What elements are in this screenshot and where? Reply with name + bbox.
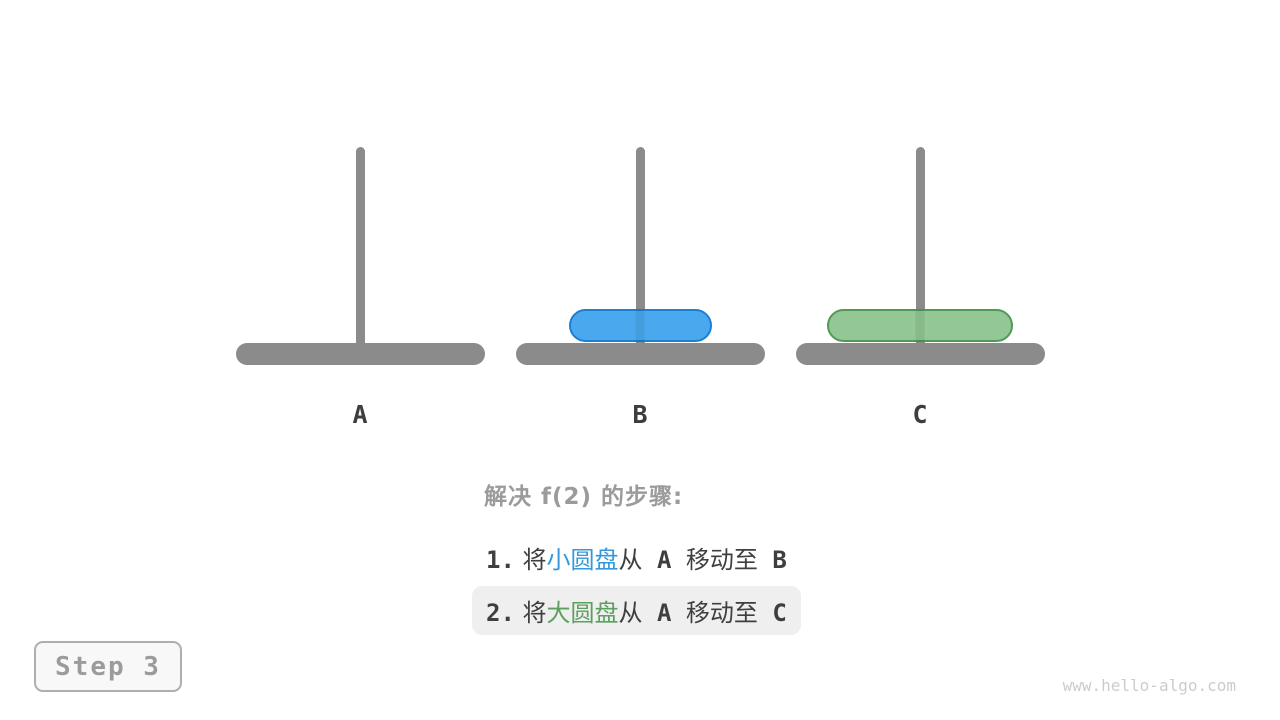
step-mid: 从 bbox=[618, 599, 643, 627]
watermark: www.hello-algo.com bbox=[1062, 676, 1236, 695]
peg-b-label: B bbox=[632, 400, 648, 429]
to-peg-ref: C bbox=[757, 599, 787, 627]
step-number: 2. bbox=[486, 599, 515, 627]
steps-panel: 解决 f(2) 的步骤: 1. 将小圆盘从 A 移动至 B 2. 将大圆盘从 A… bbox=[472, 477, 801, 639]
large-disk-ref: 大圆盘 bbox=[546, 599, 619, 627]
from-peg-ref: A bbox=[642, 546, 686, 574]
peg-c-base bbox=[795, 343, 1045, 365]
peg-a-label: A bbox=[352, 400, 368, 429]
peg-a-base bbox=[235, 343, 485, 365]
pole-shadow bbox=[915, 308, 925, 342]
peg-b-base bbox=[515, 343, 765, 365]
step-move: 移动至 bbox=[685, 599, 758, 627]
peg-c-pole bbox=[915, 147, 925, 354]
peg-a-pole bbox=[355, 147, 365, 354]
step-move: 移动至 bbox=[685, 546, 758, 574]
step-verb: 将 bbox=[522, 599, 547, 627]
step-badge: Step 3 bbox=[34, 641, 182, 692]
step-mid: 从 bbox=[618, 546, 643, 574]
from-peg-ref: A bbox=[642, 599, 686, 627]
to-peg-ref: B bbox=[757, 546, 787, 574]
step-line-1: 1. 将小圆盘从 A 移动至 B bbox=[472, 533, 801, 582]
small-disk bbox=[568, 308, 712, 342]
step-verb: 将 bbox=[522, 546, 547, 574]
pole-shadow bbox=[635, 308, 645, 342]
peg-c-label: C bbox=[912, 400, 928, 429]
peg-b-pole bbox=[635, 147, 645, 354]
steps-heading: 解决 f(2) 的步骤: bbox=[484, 484, 684, 510]
small-disk-ref: 小圆盘 bbox=[546, 546, 619, 574]
step-line-2: 2. 将大圆盘从 A 移动至 C bbox=[472, 586, 801, 635]
step-number: 1. bbox=[486, 546, 515, 574]
large-disk bbox=[827, 308, 1013, 342]
